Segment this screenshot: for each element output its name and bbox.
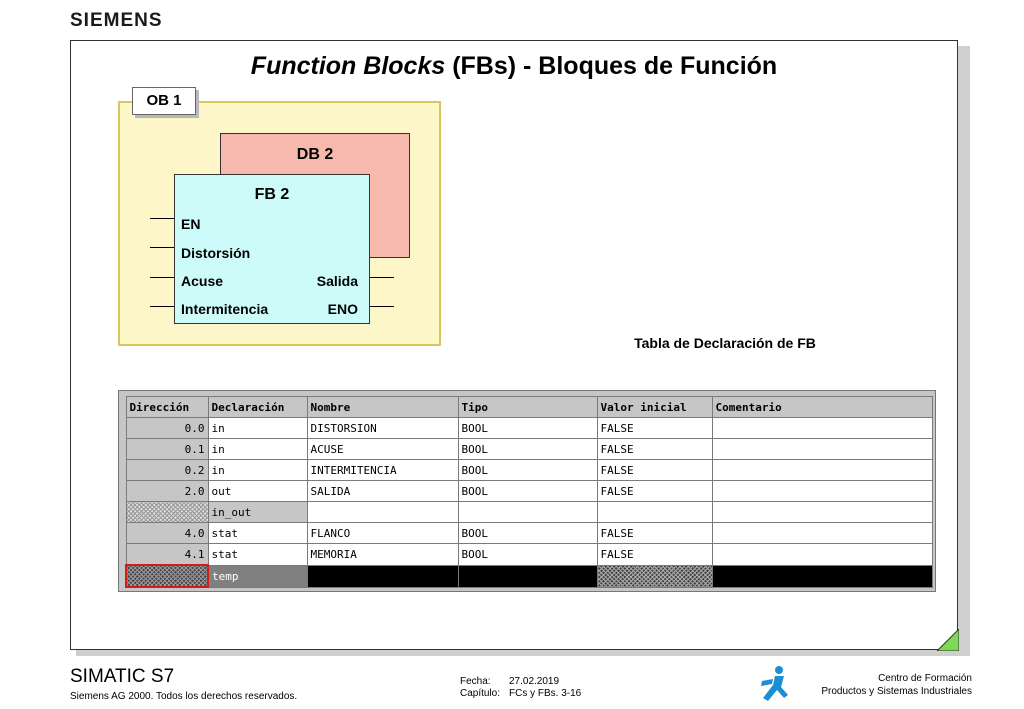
cell-nombre[interactable]: MEMORIA xyxy=(306,543,459,566)
cell-valor-inicial[interactable]: FALSE xyxy=(596,522,713,544)
capitulo-value: FCs y FBs. 3-16 xyxy=(509,688,582,699)
center-line1: Centro de Formación xyxy=(878,673,972,684)
cell-nombre[interactable] xyxy=(306,564,459,588)
wire-distorsion xyxy=(150,247,174,248)
pin-distorsion: Distorsión xyxy=(181,245,251,261)
col-header-nombre[interactable]: Nombre xyxy=(306,396,459,418)
cell-nombre[interactable]: SALIDA xyxy=(306,480,459,502)
pin-acuse: Acuse xyxy=(181,273,224,289)
wire-acuse xyxy=(150,277,174,278)
cell-tipo[interactable] xyxy=(457,501,598,523)
cell-direccion: 2.0 xyxy=(125,480,209,502)
wire-intermitencia xyxy=(150,306,174,307)
cell-declaracion[interactable]: stat xyxy=(207,543,308,566)
table-row: 4.0 stat FLANCO BOOL FALSE xyxy=(125,522,933,544)
pin-en: EN xyxy=(181,216,201,232)
cell-nombre[interactable]: FLANCO xyxy=(306,522,459,544)
col-header-valor-inicial[interactable]: Valor inicial xyxy=(596,396,713,418)
cell-tipo[interactable] xyxy=(457,564,598,588)
table-row: 2.0 out SALIDA BOOL FALSE xyxy=(125,480,933,502)
cell-direccion: 4.1 xyxy=(125,543,209,566)
slide-title: Function Blocks (FBs) - Bloques de Funci… xyxy=(70,52,958,81)
slide-title-rest: (FBs) - Bloques de Función xyxy=(445,52,778,80)
cell-declaracion[interactable]: out xyxy=(207,480,308,502)
fecha-value: 27.02.2019 xyxy=(509,676,560,687)
page-corner-icon xyxy=(937,629,959,651)
cell-direccion: 0.2 xyxy=(125,459,209,481)
cell-tipo[interactable]: BOOL xyxy=(457,480,598,502)
cell-tipo[interactable]: BOOL xyxy=(457,438,598,460)
cell-valor-inicial[interactable]: FALSE xyxy=(596,417,713,439)
cell-declaracion[interactable]: in xyxy=(207,417,308,439)
cell-comentario[interactable] xyxy=(711,417,933,439)
col-header-tipo[interactable]: Tipo xyxy=(457,396,598,418)
cell-direccion xyxy=(125,564,209,588)
cell-tipo[interactable]: BOOL xyxy=(457,417,598,439)
wire-eno xyxy=(370,306,394,307)
cell-direccion: 0.1 xyxy=(125,438,209,460)
cell-comentario[interactable] xyxy=(711,480,933,502)
cell-nombre[interactable] xyxy=(306,501,459,523)
footer-copyright: Siemens AG 2000. Todos los derechos rese… xyxy=(70,691,298,702)
cell-nombre[interactable]: INTERMITENCIA xyxy=(306,459,459,481)
center-line2: Productos y Sistemas Industriales xyxy=(821,686,972,697)
table-row-selected: temp xyxy=(125,564,933,588)
cell-declaracion[interactable]: in xyxy=(207,438,308,460)
cell-valor-inicial[interactable]: FALSE xyxy=(596,543,713,566)
table-row: 0.1 in ACUSE BOOL FALSE xyxy=(125,438,933,460)
table-row: 0.2 in INTERMITENCIA BOOL FALSE xyxy=(125,459,933,481)
cell-direccion: 0.0 xyxy=(125,417,209,439)
cell-valor-inicial[interactable] xyxy=(596,564,713,588)
ob1-label: OB 1 xyxy=(132,87,196,115)
cell-valor-inicial[interactable] xyxy=(596,501,713,523)
table-header-row: Dirección Declaración Nombre Tipo Valor … xyxy=(125,396,933,418)
cell-tipo[interactable]: BOOL xyxy=(457,522,598,544)
cell-comentario[interactable] xyxy=(711,522,933,544)
cell-declaracion[interactable]: stat xyxy=(207,522,308,544)
table-row: 4.1 stat MEMORIA BOOL FALSE xyxy=(125,543,933,566)
pin-intermitencia: Intermitencia xyxy=(181,301,269,317)
table-row: in_out xyxy=(125,501,933,523)
cell-declaracion[interactable]: in xyxy=(207,459,308,481)
pin-salida: Salida xyxy=(316,273,358,289)
cell-comentario[interactable] xyxy=(711,543,933,566)
table-row: 0.0 in DISTORSION BOOL FALSE xyxy=(125,417,933,439)
fb2-label: FB 2 xyxy=(254,186,290,203)
col-header-comentario[interactable]: Comentario xyxy=(711,396,933,418)
wire-en xyxy=(150,218,174,219)
slide-title-italic: Function Blocks xyxy=(250,52,446,80)
db2-label: DB 2 xyxy=(296,146,334,163)
cell-comentario[interactable] xyxy=(711,501,933,523)
capitulo-label: Capítulo: xyxy=(460,688,501,699)
fecha-label: Fecha: xyxy=(460,676,491,687)
training-center-logo-icon xyxy=(761,666,788,701)
cell-valor-inicial[interactable]: FALSE xyxy=(596,459,713,481)
pin-eno: ENO xyxy=(327,301,358,317)
siemens-logo-text: SIEMENS xyxy=(70,10,163,31)
cell-valor-inicial[interactable]: FALSE xyxy=(596,438,713,460)
cell-valor-inicial[interactable]: FALSE xyxy=(596,480,713,502)
cell-declaracion[interactable]: temp xyxy=(207,564,308,588)
cell-nombre[interactable]: ACUSE xyxy=(306,438,459,460)
cell-direccion xyxy=(125,501,209,523)
declaration-table: Dirección Declaración Nombre Tipo Valor … xyxy=(125,396,933,588)
cell-tipo[interactable]: BOOL xyxy=(457,543,598,566)
cell-nombre[interactable]: DISTORSION xyxy=(306,417,459,439)
col-header-direccion[interactable]: Dirección xyxy=(125,396,209,418)
cell-comentario[interactable] xyxy=(711,459,933,481)
declaration-table-panel: Dirección Declaración Nombre Tipo Valor … xyxy=(118,390,936,592)
footer-product: SIMATIC S7 xyxy=(70,666,175,687)
cell-direccion: 4.0 xyxy=(125,522,209,544)
cell-tipo[interactable]: BOOL xyxy=(457,459,598,481)
cell-comentario[interactable] xyxy=(711,564,933,588)
col-header-declaracion[interactable]: Declaración xyxy=(207,396,308,418)
table-caption: Tabla de Declaración de FB xyxy=(634,335,816,351)
cell-comentario[interactable] xyxy=(711,438,933,460)
fb2-block xyxy=(174,174,370,324)
wire-salida xyxy=(370,277,394,278)
cell-declaracion[interactable]: in_out xyxy=(207,501,308,523)
